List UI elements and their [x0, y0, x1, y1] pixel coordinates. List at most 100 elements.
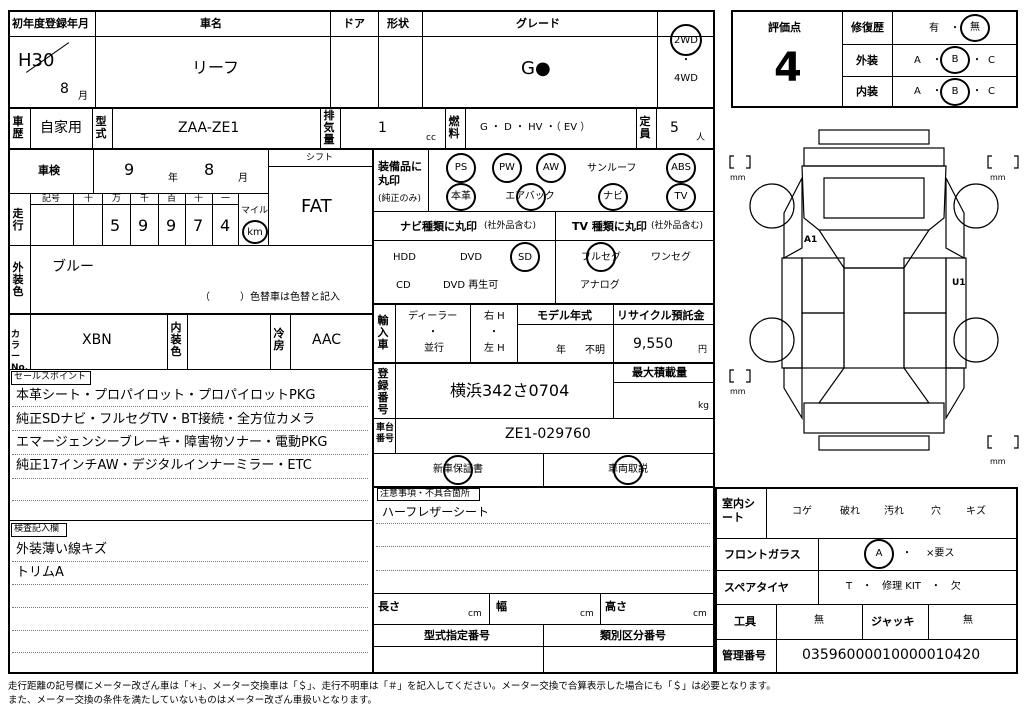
chassis-label: 車台番号 — [376, 423, 395, 444]
control-number-value: 03596000010000010420 — [802, 647, 981, 663]
damage-mark-a1: A1 — [804, 235, 817, 245]
drive-2wd: 2WD — [674, 35, 698, 46]
mm-label-3: mm — [730, 387, 746, 396]
notes-label-box — [377, 488, 480, 501]
interior-color-label: 内装色 — [170, 321, 182, 358]
repair-no-circle — [960, 14, 990, 42]
front-bumper-shape — [818, 129, 930, 145]
col-10man: 十 — [84, 194, 94, 204]
aw-circle — [536, 153, 566, 183]
mileage-digit-4: 7 — [193, 216, 204, 235]
sales-line-1: 本革シート・プロパイロット・プロパイロットPKG — [16, 388, 316, 403]
left-rear-wheel-shape — [749, 317, 795, 363]
score-value: 4 — [774, 45, 802, 91]
tv-option: TV — [674, 191, 688, 202]
left-front-mm-bracket — [729, 155, 751, 169]
evaluation-frame — [731, 10, 1018, 108]
length-unit: cm — [468, 609, 482, 619]
inspection-year: 9 — [124, 160, 135, 179]
max-load-unit: kg — [698, 401, 709, 411]
capacity-label: 定員 — [639, 115, 651, 140]
color-value: ブルー — [52, 259, 94, 275]
rear-glass-shape — [817, 367, 931, 404]
windshield-shape — [818, 229, 930, 269]
km-label: km — [247, 227, 263, 238]
grade-label: グレード — [516, 17, 560, 30]
model-year-unit: 年 — [556, 345, 566, 356]
pw-option: PW — [499, 162, 515, 173]
abs-circle — [666, 153, 696, 183]
use-label: 車歴 — [12, 115, 24, 140]
interior-c: C — [988, 86, 995, 97]
max-load-label: 最大積載量 — [632, 366, 687, 379]
color-code-label: カラーNo. — [11, 330, 29, 373]
control-number-label: 管理番号 — [722, 649, 766, 662]
dvd-option: DVD — [460, 252, 483, 263]
hood-panel-shape — [823, 177, 925, 219]
drive-4wd: 4WD — [674, 73, 698, 84]
ac-value: AAC — [312, 332, 342, 348]
right-sill-shape — [945, 257, 967, 369]
capacity-value: 5 — [670, 120, 679, 136]
right-front-wheel-shape — [953, 183, 999, 229]
shift-value: FAT — [301, 196, 332, 217]
type-label: 型式 — [95, 115, 107, 140]
color-code-value: XBN — [82, 332, 112, 348]
recycle-yen: 円 — [698, 345, 708, 355]
exterior-dot-1: ・ — [932, 55, 942, 66]
main-sheet-frame — [8, 10, 715, 674]
mileage-symbol-label: 記号 — [42, 194, 61, 204]
mileage-digit-2: 9 — [138, 216, 149, 235]
windshield-label: フロントガラス — [724, 548, 801, 561]
col-ichi: 一 — [221, 194, 231, 204]
left-front-door-shape — [801, 257, 845, 314]
plate-label: 登録番号 — [377, 367, 389, 416]
windshield-dot: ・ — [902, 548, 912, 559]
leather-option: 本革 — [451, 191, 471, 202]
seat-yabure: 破れ — [840, 506, 860, 517]
navi-circle — [598, 183, 628, 211]
windshield-repair: ×要ス — [926, 548, 955, 559]
mm-label-1: mm — [730, 173, 746, 182]
tools-label: 工具 — [734, 615, 756, 628]
tv-type-label: TV 種類に丸印 — [572, 220, 647, 233]
jack-value: 無 — [963, 615, 973, 626]
displacement-value: 1 — [378, 120, 387, 136]
interior-dot-2: ・ — [972, 86, 982, 97]
interior-a: A — [914, 86, 921, 97]
spare-tire-label: スペアタイヤ — [724, 581, 789, 594]
exterior-a: A — [914, 55, 921, 66]
navi-type-sublabel: (社外品含む) — [484, 221, 537, 231]
right-fender-shape — [945, 177, 965, 260]
right-quarter-shape — [945, 367, 965, 421]
exterior-dot-2: ・ — [972, 55, 982, 66]
class-num-label: 類別区分番号 — [600, 629, 666, 642]
damage-mark-u1: U1 — [952, 278, 966, 288]
fuel-options: G ・ D ・ HV ・（ EV ） — [480, 122, 591, 133]
drive-dot: ・ — [681, 55, 691, 66]
shape-label: 形状 — [387, 17, 409, 30]
color-label: 外装色 — [12, 261, 24, 298]
sales-label: セールスポイント — [14, 372, 87, 382]
seat-yogore: 汚れ — [884, 506, 904, 517]
fuel-label: 燃料 — [448, 115, 460, 140]
capacity-unit: 人 — [696, 133, 706, 143]
model-year-label: モデル年式 — [537, 309, 592, 322]
airbag-option: エアバック — [505, 191, 555, 202]
inspector-label-box — [11, 523, 67, 537]
exterior-b: B — [951, 54, 959, 65]
inspection-month-unit: 月 — [238, 173, 248, 184]
cd-option: CD — [396, 280, 411, 291]
seat-koge: コゲ — [792, 506, 812, 517]
exterior-b-circle — [940, 46, 970, 74]
grade-value: G● — [521, 58, 551, 79]
interior-seat-label: 室内シート — [722, 497, 755, 524]
exterior-grade-label: 外装 — [856, 54, 878, 67]
sales-line-2: 純正SDナビ・フルセグTV・BT接続・全方位カメラ — [16, 412, 315, 427]
score-label: 評価点 — [768, 21, 801, 34]
inspector-label: 検査記入欄 — [14, 524, 60, 534]
fullseg-option: フルセグ — [581, 252, 621, 263]
left-quarter-shape — [783, 367, 803, 421]
left-rear-door-shape — [801, 312, 845, 369]
tv-circle — [666, 183, 696, 211]
